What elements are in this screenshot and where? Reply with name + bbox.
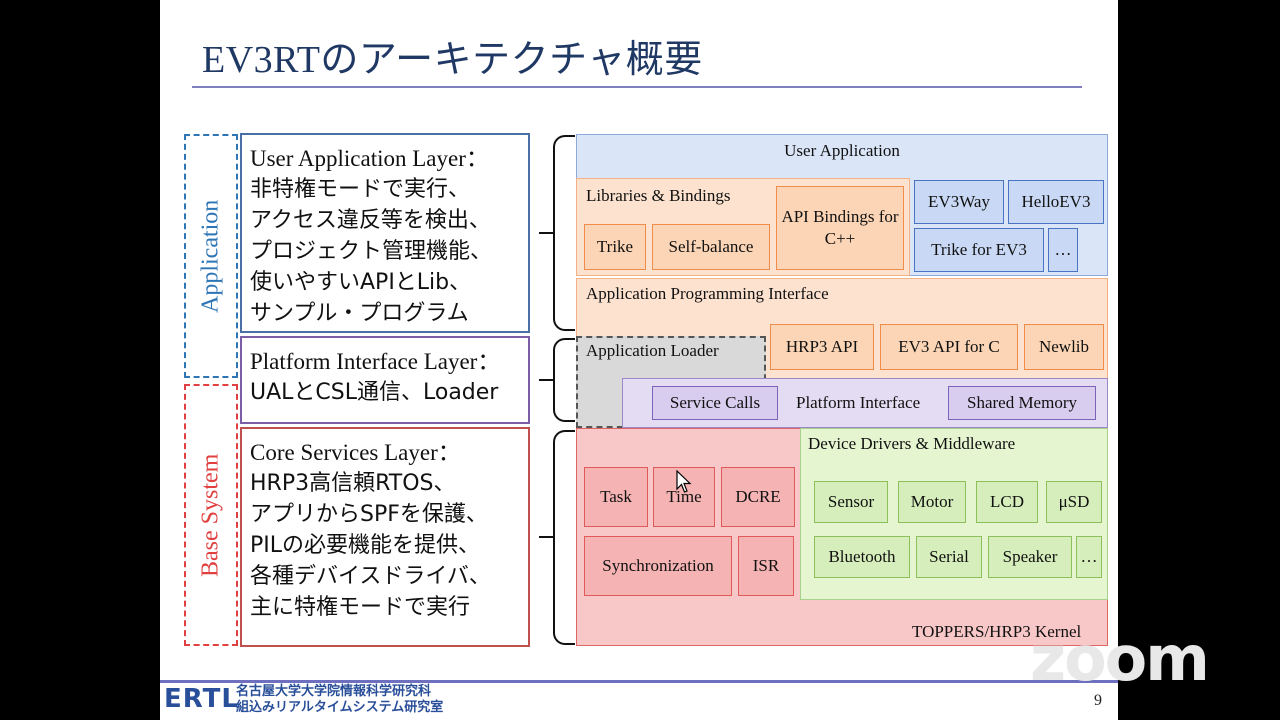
more-apps-box: … bbox=[1048, 228, 1078, 272]
layer-line: アクセス違反等を検出、 bbox=[250, 208, 491, 233]
title-divider bbox=[192, 86, 1082, 88]
motor-box: Motor bbox=[898, 481, 966, 523]
libraries-label: Libraries & Bindings bbox=[586, 186, 731, 205]
ev3way-box: EV3Way bbox=[914, 180, 1004, 224]
device-drivers-label: Device Drivers & Middleware bbox=[808, 434, 1016, 453]
layer-heading: Platform Interface Layer： bbox=[250, 349, 501, 374]
brace-tip bbox=[539, 536, 553, 538]
time-box: Time bbox=[653, 467, 715, 527]
service-calls-box: Service Calls bbox=[652, 386, 778, 420]
base-system-label: Base System bbox=[197, 453, 224, 577]
layer-line: 非特権モードで実行、 bbox=[250, 177, 471, 202]
application-loader-label: Application Loader bbox=[586, 341, 719, 360]
brace-tip bbox=[539, 232, 553, 234]
footer-divider bbox=[160, 680, 1118, 683]
platform-interface-label: Platform Interface bbox=[796, 393, 921, 412]
trike-for-ev3-box: Trike for EV3 bbox=[914, 228, 1044, 272]
layer-heading: Core Services Layer： bbox=[250, 440, 461, 465]
page-number: 9 bbox=[1094, 692, 1102, 709]
layer-heading: User Application Layer： bbox=[250, 146, 489, 171]
trike-box: Trike bbox=[584, 224, 646, 270]
brace-core-layer bbox=[553, 430, 575, 645]
user-application-label: User Application bbox=[784, 141, 900, 160]
core-services-layer-description: Core Services Layer： HRP3高信頼RTOS、 アプリからS… bbox=[240, 427, 530, 647]
layer-line: UALとCSL通信、Loader bbox=[250, 380, 499, 405]
sensor-box: Sensor bbox=[814, 481, 888, 523]
zoom-watermark: zoom bbox=[1030, 622, 1210, 695]
lab-name-line: 名古屋大学大学院情報科学研究科 bbox=[236, 684, 432, 699]
application-bracket bbox=[184, 134, 238, 378]
dcre-box: DCRE bbox=[721, 467, 795, 527]
layer-line: 主に特権モードで実行 bbox=[250, 595, 471, 620]
brace-platform-layer bbox=[553, 338, 575, 422]
hrp3-api-box: HRP3 API bbox=[770, 324, 874, 370]
bluetooth-box: Bluetooth bbox=[814, 536, 910, 578]
brace-user-layer bbox=[553, 135, 575, 331]
newlib-box: Newlib bbox=[1024, 324, 1104, 370]
more-drivers-box: … bbox=[1076, 536, 1102, 578]
layer-line: 各種デバイスドライバ、 bbox=[250, 564, 491, 589]
ertl-logo: ERTL bbox=[164, 684, 239, 714]
lab-name-line: 組込みリアルタイムシステム研究室 bbox=[236, 700, 444, 715]
layer-line: アプリからSPFを保護、 bbox=[250, 502, 488, 527]
serial-box: Serial bbox=[916, 536, 982, 578]
layer-line: プロジェクト管理機能、 bbox=[250, 239, 493, 264]
lcd-box: LCD bbox=[976, 481, 1038, 523]
api-label: Application Programming Interface bbox=[586, 284, 829, 303]
ev3-api-box: EV3 API for C bbox=[880, 324, 1018, 370]
user-application-layer-description: User Application Layer： 非特権モードで実行、 アクセス違… bbox=[240, 133, 530, 333]
api-bindings-box: API Bindings for C++ bbox=[776, 186, 904, 270]
speaker-box: Speaker bbox=[988, 536, 1072, 578]
kernel-label: TOPPERS/HRP3 Kernel bbox=[912, 622, 1082, 641]
isr-box: ISR bbox=[738, 536, 794, 596]
lab-name: 名古屋大学大学院情報科学研究科 組込みリアルタイムシステム研究室 bbox=[236, 684, 443, 716]
slide-title: EV3RTのアーキテクチャ概要 bbox=[202, 39, 703, 81]
shared-memory-box: Shared Memory bbox=[948, 386, 1096, 420]
layer-line: HRP3高信頼RTOS、 bbox=[250, 471, 456, 496]
application-label: Application bbox=[197, 199, 224, 313]
helloev3-box: HelloEV3 bbox=[1008, 180, 1104, 224]
synchronization-box: Synchronization bbox=[584, 536, 732, 596]
layer-line: PILの必要機能を提供、 bbox=[250, 533, 481, 558]
self-balance-box: Self-balance bbox=[652, 224, 770, 270]
mouse-cursor-icon bbox=[676, 470, 692, 493]
base-system-bracket bbox=[184, 384, 238, 646]
slide: EV3RTのアーキテクチャ概要 Application Base System … bbox=[160, 0, 1118, 720]
layer-line: 使いやすいAPIとLib、 bbox=[250, 270, 472, 295]
task-box: Task bbox=[584, 467, 648, 527]
platform-interface-layer-description: Platform Interface Layer： UALとCSL通信、Load… bbox=[240, 336, 530, 424]
usd-box: μSD bbox=[1046, 481, 1102, 523]
layer-line: サンプル・プログラム bbox=[250, 301, 469, 326]
brace-tip bbox=[539, 379, 553, 381]
